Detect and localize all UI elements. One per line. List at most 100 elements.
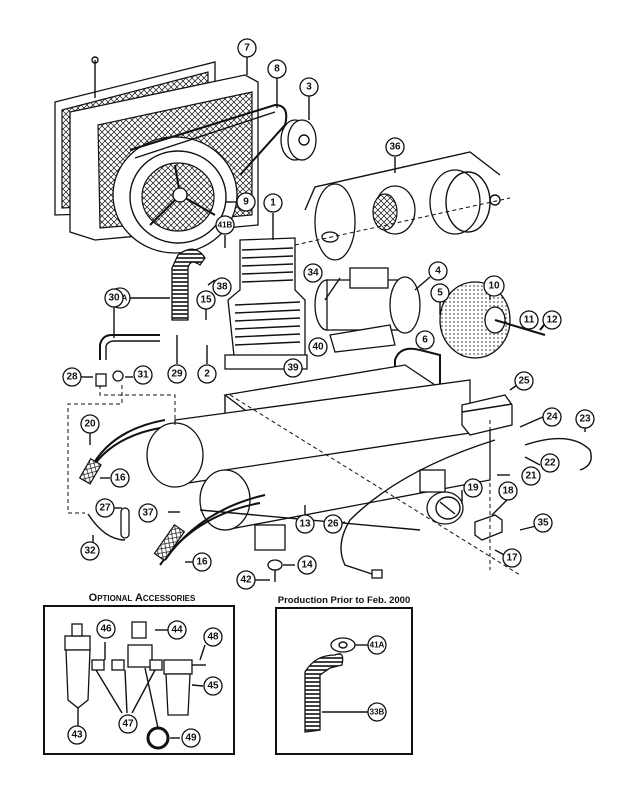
callout-leaders	[80, 57, 586, 581]
callout-42: 42	[236, 570, 256, 590]
callout-18: 18	[498, 481, 518, 501]
callout-14: 14	[297, 555, 317, 575]
svg-text:9: 9	[243, 197, 249, 208]
callout-22: 22	[540, 453, 560, 473]
callout-4: 4	[428, 261, 448, 281]
compressor-pump	[224, 237, 308, 370]
callout-48: 48	[203, 627, 223, 647]
svg-text:39: 39	[287, 363, 299, 374]
flywheel-pulley	[112, 136, 238, 254]
callout-35: 35	[533, 513, 553, 533]
svg-text:24: 24	[546, 412, 558, 423]
air-hose	[524, 437, 592, 471]
callout-20: 20	[80, 414, 100, 434]
callout-28: 28	[62, 367, 82, 387]
svg-text:6: 6	[422, 335, 428, 346]
svg-text:4: 4	[435, 266, 441, 277]
svg-text:34: 34	[307, 268, 319, 279]
svg-text:40: 40	[312, 342, 324, 353]
svg-text:46: 46	[100, 624, 112, 635]
outlet-tube	[99, 334, 160, 360]
svg-text:43: 43	[71, 730, 83, 741]
handle	[394, 347, 441, 395]
svg-text:38: 38	[216, 282, 228, 293]
wheel	[439, 281, 549, 359]
drain-hose	[87, 507, 130, 541]
callout-5: 5	[430, 283, 450, 303]
callout-36: 36	[385, 137, 405, 157]
svg-text:37: 37	[142, 508, 154, 519]
callout-27: 27	[95, 498, 115, 518]
svg-text:48: 48	[207, 632, 219, 643]
callout-49: 49	[181, 728, 201, 748]
svg-text:1: 1	[270, 198, 276, 209]
production-prior-title: Production Prior to Feb. 2000	[278, 595, 411, 606]
rubber-foot	[267, 559, 283, 582]
svg-text:33B: 33B	[370, 708, 385, 717]
svg-text:15: 15	[200, 295, 212, 306]
callout-34: 34	[303, 263, 323, 283]
optional-accessories-inset: Optional Accessories	[43, 592, 235, 755]
svg-text:17: 17	[506, 553, 518, 564]
svg-text:44: 44	[171, 625, 183, 636]
air-filter-assembly	[294, 151, 511, 261]
svg-text:11: 11	[524, 315, 535, 326]
svg-text:12: 12	[546, 315, 558, 326]
callout-16-upper: 16	[110, 468, 130, 488]
svg-text:3: 3	[306, 82, 312, 93]
tank-handle-upper	[78, 419, 166, 485]
callout-30-badge: 30	[104, 288, 124, 308]
callout-45: 45	[203, 676, 223, 696]
callout-7: 7	[237, 38, 257, 58]
tank-handle-lower	[153, 494, 266, 566]
svg-text:19: 19	[467, 483, 479, 494]
svg-text:41A: 41A	[370, 641, 385, 650]
callout-10: 10	[483, 275, 505, 297]
svg-text:10: 10	[488, 281, 500, 292]
svg-text:26: 26	[327, 519, 339, 530]
callout-21: 21	[521, 466, 541, 486]
callout-1: 1	[263, 193, 283, 213]
callout-11: 11	[519, 310, 539, 330]
callout-43: 43	[67, 725, 87, 745]
callout-31: 31	[133, 365, 153, 385]
callout-33b: 33B	[367, 702, 387, 722]
callout-13: 13	[295, 514, 315, 534]
optional-accessories-title: Optional Accessories	[89, 592, 196, 604]
callout-32: 32	[80, 541, 100, 561]
callout-19: 19	[463, 478, 483, 498]
callout-38: 38	[212, 277, 232, 297]
callout-2: 2	[197, 364, 217, 384]
svg-text:29: 29	[171, 369, 183, 380]
svg-text:16: 16	[196, 557, 208, 568]
callout-8: 8	[267, 59, 287, 79]
svg-text:14: 14	[301, 560, 313, 571]
svg-text:30: 30	[108, 293, 120, 304]
callout-6: 6	[415, 330, 435, 350]
svg-text:36: 36	[389, 142, 401, 153]
air-tank-upper	[146, 379, 471, 488]
svg-text:5: 5	[437, 288, 443, 299]
check-valve	[95, 370, 124, 387]
callout-40: 40	[308, 337, 328, 357]
callout-39: 39	[283, 358, 303, 378]
callout-46: 46	[96, 619, 116, 639]
electric-motor	[314, 267, 421, 353]
svg-text:28: 28	[66, 372, 78, 383]
pressure-gauge	[426, 491, 464, 525]
pressure-switch	[461, 394, 513, 436]
callout-29: 29	[167, 364, 187, 384]
svg-text:16: 16	[114, 473, 126, 484]
callout-16-lower: 16	[192, 552, 212, 572]
svg-text:31: 31	[137, 370, 149, 381]
svg-text:42: 42	[240, 575, 252, 586]
intake-hose	[171, 248, 206, 321]
callout-9: 9	[236, 192, 256, 212]
callout-25: 25	[514, 371, 534, 391]
svg-text:13: 13	[299, 519, 311, 530]
callout-47: 47	[118, 714, 138, 734]
svg-text:20: 20	[84, 419, 96, 430]
svg-text:35: 35	[537, 518, 549, 529]
callout-41b: 41B	[215, 215, 235, 235]
